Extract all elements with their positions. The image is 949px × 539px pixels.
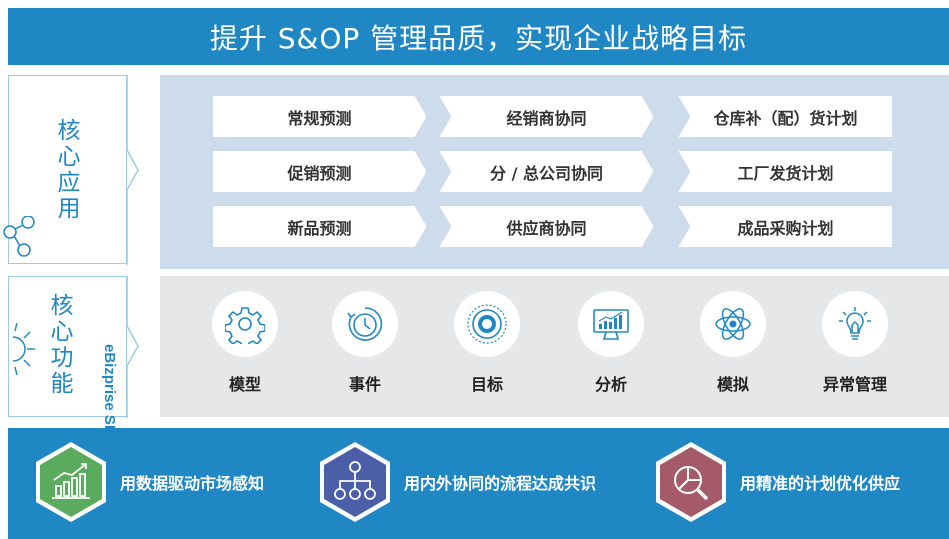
application-item: 仓库补（配）货计划 (679, 96, 892, 137)
function-exception-management: 异常管理 (795, 291, 915, 395)
core-applications-title: 核 心 应 用 (56, 118, 82, 222)
label-char: 功 (50, 345, 74, 371)
sun-rays-icon (12, 322, 35, 376)
value-band (8, 428, 949, 539)
arrow-box-shape (440, 151, 653, 192)
label-char: 核 (50, 293, 74, 319)
core-applications-label: 核 心 应 用 (3, 75, 139, 265)
application-label: 成品采购计划 (737, 218, 834, 238)
value-collaboration: 用内外协同的流程达成共识 (316, 440, 596, 524)
gear-icon (225, 307, 265, 344)
value-label: 用精准的计划优化供应 (740, 474, 901, 493)
application-label: 常规预测 (287, 108, 352, 128)
arrow-box-shape (679, 151, 892, 192)
page-title: 提升 S&OP 管理品质，实现企业战略目标 (209, 21, 748, 55)
function-model: 模型 (185, 291, 305, 395)
target-icon (467, 304, 507, 344)
function-target: 目标 (427, 291, 547, 395)
arrow-box-shape (440, 206, 653, 247)
application-item: 成品采购计划 (679, 206, 892, 247)
brand-label: eBizprise SFS (99, 344, 119, 444)
arrow-box-shape (213, 151, 426, 192)
core-functions-label: 核 心 功 能 (8, 276, 139, 418)
arrow-box-shape (679, 96, 892, 137)
function-label: 模拟 (716, 375, 749, 394)
label-char: 心 (57, 144, 81, 170)
monitor-chart-icon (593, 309, 629, 340)
function-icon-circle (578, 291, 644, 357)
function-icon-circle (700, 291, 766, 357)
lightbulb-icon (839, 307, 871, 340)
arrow-box-shape (213, 206, 426, 247)
magnify-pie-icon (656, 442, 726, 522)
value-planning: 用精准的计划优化供应 (652, 440, 900, 524)
application-label: 新品预测 (287, 218, 352, 238)
value-label: 用数据驱动市场感知 (120, 474, 265, 493)
function-label: 异常管理 (822, 375, 887, 394)
label-frame-outline (126, 75, 139, 265)
application-item: 分 / 总公司协同 (440, 151, 653, 192)
application-item: 供应商协同 (440, 206, 653, 247)
application-label: 促销预测 (287, 163, 352, 183)
arrow-box-shape (679, 206, 892, 247)
application-label: 仓库补（配）货计划 (713, 108, 858, 128)
application-item: 工厂发货计划 (679, 151, 892, 192)
function-analysis: 分析 (551, 291, 671, 395)
function-icon-circle (822, 291, 888, 357)
org-chart-icon (320, 442, 390, 522)
application-item: 经销商协同 (440, 96, 653, 137)
arrow-box-shape (440, 96, 653, 137)
clock-icon (347, 307, 383, 341)
application-item: 促销预测 (213, 151, 426, 192)
function-label: 模型 (228, 375, 261, 394)
value-label: 用内外协同的流程达成共识 (404, 474, 597, 493)
function-icon-circle (212, 291, 278, 357)
application-item: 常规预测 (213, 96, 426, 137)
label-char: 能 (50, 371, 74, 397)
atom-icon (715, 308, 751, 340)
application-item: 新品预测 (213, 206, 426, 247)
application-label: 供应商协同 (506, 218, 587, 238)
share-nodes-icon (3, 216, 35, 257)
bar-chart-icon (36, 442, 106, 522)
label-char: 核 (57, 118, 81, 144)
core-functions-title: 核 心 功 能 (49, 293, 75, 397)
label-char: 心 (50, 319, 74, 345)
functions-panel (160, 276, 949, 417)
label-frame-outline (126, 276, 139, 418)
application-label: 工厂发货计划 (737, 163, 834, 183)
function-label: 事件 (348, 375, 381, 394)
application-label: 分 / 总公司协同 (490, 163, 603, 183)
value-data-driven: 用数据驱动市场感知 (32, 440, 264, 524)
function-icon-circle (332, 291, 398, 357)
function-simulation: 模拟 (673, 291, 793, 395)
function-label: 分析 (594, 375, 627, 394)
function-event: 事件 (305, 291, 425, 395)
function-icon-circle (454, 291, 520, 357)
application-label: 经销商协同 (506, 108, 587, 128)
page-title-banner: 提升 S&OP 管理品质，实现企业战略目标 (8, 8, 949, 65)
arrow-box-shape (213, 96, 426, 137)
label-char: 应 (57, 170, 81, 196)
function-label: 目标 (470, 375, 503, 394)
label-char: 用 (57, 196, 81, 222)
